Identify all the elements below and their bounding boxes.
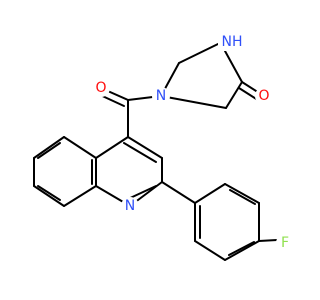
bond-line [194,183,226,204]
bond-line [258,239,278,242]
atom-label-n-quinoline: N [125,198,135,214]
bond-line [127,136,163,159]
bond-line [225,81,243,109]
bond-line [37,142,61,159]
bond-line [123,142,157,163]
bond-line [37,185,61,201]
atom-n-quinoline: N [121,197,139,215]
bond-line [224,183,260,204]
bond-line [63,185,97,207]
bond-line [194,240,226,261]
bond-line [224,50,243,83]
atom-o-carbonyl: O [92,79,110,97]
bonds-layer [33,43,278,261]
atom-n-piperazine: N [152,87,170,105]
bond-line [63,136,97,159]
atom-f: F [276,234,294,252]
bond-line [33,136,65,159]
bond-line [228,241,255,256]
bond-line [178,43,219,64]
atom-label-o-carbonyl: O [95,80,106,96]
atom-label-f: F [281,235,289,251]
bond-line [33,185,65,207]
atom-nh-piperazine: NH [218,33,246,51]
atom-label-nh-piperazine: NH [222,34,243,50]
bond-line [161,181,196,204]
bond-line [229,189,256,205]
bond-line [224,240,260,261]
structure-canvas: O N NH O N F [33,33,294,261]
atom-label-n-piperazine: N [156,88,166,104]
bond-line [127,185,157,200]
atom-label-o-lactam: O [258,88,269,104]
bond-line [160,95,227,109]
molecule-diagram: O N NH O N F [33,33,294,261]
bond-line [95,136,129,159]
atom-o-lactam: O [255,87,273,105]
